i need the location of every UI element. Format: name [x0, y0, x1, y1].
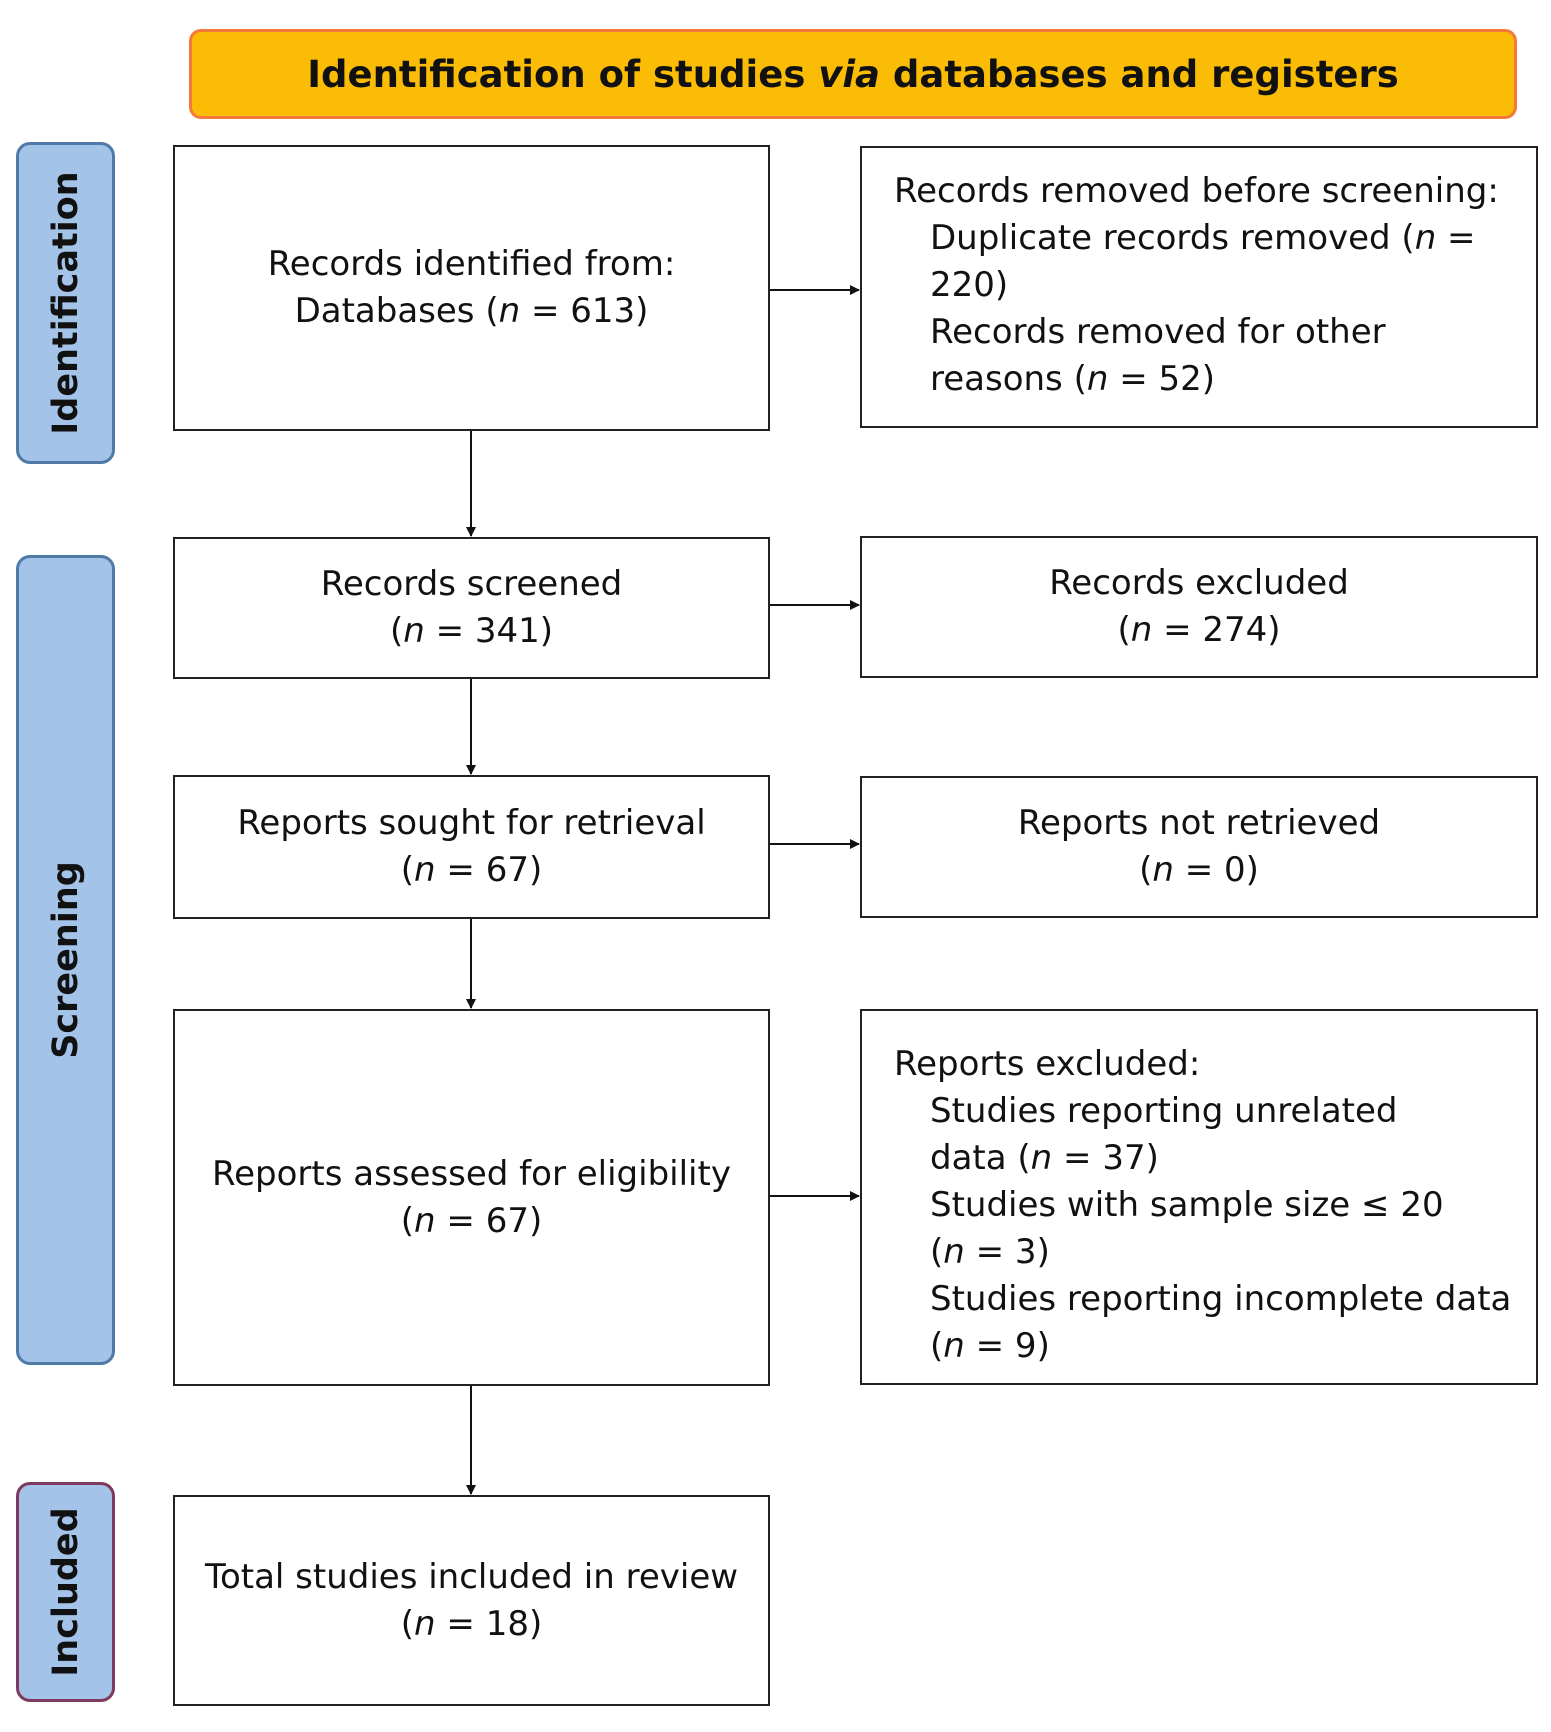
banner-text-start: Identification of studies — [307, 52, 819, 96]
records-screened-box: Records screened (n = 341) — [173, 537, 770, 679]
n-symbol: n — [498, 291, 521, 331]
records-excluded-box: Records excluded (n = 274) — [860, 536, 1538, 678]
included-studies-box: Total studies included in review (n = 18… — [173, 1495, 770, 1706]
reports-excluded-box: Reports excluded: Studies reporting unre… — [860, 1009, 1538, 1385]
text: ( — [400, 1200, 415, 1241]
records-screened-count: (n = 341) — [390, 608, 553, 655]
reports-sought-box: Reports sought for retrieval (n = 67) — [173, 775, 770, 919]
reports-excluded-heading: Reports excluded: — [894, 1044, 1201, 1084]
sample-size-line2: (n = 3) — [894, 1229, 1536, 1276]
text: = 37) — [1052, 1138, 1159, 1178]
text: ( — [400, 1603, 415, 1644]
n-symbol: n — [1152, 850, 1174, 890]
text: ( — [1117, 610, 1131, 650]
reports-not-retrieved-box: Reports not retrieved (n = 0) — [860, 776, 1538, 918]
text: = 52) — [1108, 359, 1216, 399]
text: = — [1436, 218, 1476, 258]
n-symbol: n — [943, 1232, 965, 1272]
reports-not-retrieved-count: (n = 0) — [1139, 847, 1259, 894]
unrelated-data-line1: Studies reporting unrelated — [930, 1091, 1398, 1131]
n-symbol: n — [414, 1603, 436, 1644]
reports-assessed-box: Reports assessed for eligibility (n = 67… — [173, 1009, 770, 1386]
n-symbol: n — [1086, 359, 1109, 399]
duplicate-records-line2: 220) — [930, 265, 1009, 305]
reports-assessed-label: Reports assessed for eligibility — [212, 1153, 731, 1194]
phase-screening: Screening — [16, 555, 115, 1365]
banner-text-end: databases and registers — [880, 52, 1399, 96]
text: ( — [400, 850, 415, 890]
records-excluded-label: Records excluded — [1049, 563, 1349, 603]
reports-sought-label: Reports sought for retrieval — [237, 803, 706, 843]
other-reasons-line1: Records removed for other — [930, 312, 1386, 352]
text: ( — [389, 611, 404, 651]
text: Duplicate records removed ( — [930, 218, 1415, 258]
n-symbol: n — [943, 1326, 965, 1366]
text: = 274) — [1152, 610, 1281, 650]
n-symbol: n — [403, 611, 425, 651]
text: = 67) — [435, 850, 543, 890]
records-identified-line1: Records identified from: — [267, 244, 676, 284]
text: = 67) — [435, 1200, 543, 1241]
n-symbol: n — [1030, 1138, 1053, 1178]
phase-included: Included — [16, 1482, 115, 1702]
records-removed-heading: Records removed before screening: — [894, 171, 1499, 211]
phase-identification: Identification — [16, 142, 115, 464]
text: = 3) — [964, 1232, 1050, 1272]
n-symbol: n — [414, 1200, 436, 1241]
duplicate-records-line1: Duplicate records removed (n = — [894, 215, 1536, 262]
reports-not-retrieved-label: Reports not retrieved — [1017, 803, 1381, 843]
text: ( — [930, 1232, 944, 1272]
n-symbol: n — [414, 850, 436, 890]
text: ( — [930, 1326, 944, 1366]
records-identified-box: Records identified from: Databases (n = … — [173, 145, 770, 431]
incomplete-data-line2: (n = 9) — [894, 1323, 1536, 1370]
text: = 18) — [435, 1603, 543, 1644]
text: = 341) — [424, 611, 554, 651]
text: = 613) — [520, 291, 649, 331]
n-symbol: n — [1130, 610, 1153, 650]
sample-size-line1: Studies with sample size ≤ 20 — [930, 1185, 1444, 1225]
n-symbol: n — [1414, 218, 1437, 258]
reports-assessed-count: (n = 67) — [401, 1198, 542, 1245]
banner-text-via: via — [818, 52, 881, 96]
reports-sought-count: (n = 67) — [401, 847, 542, 894]
records-excluded-count: (n = 274) — [1117, 607, 1280, 654]
text: ( — [1139, 850, 1153, 890]
incomplete-data-line1: Studies reporting incomplete data — [930, 1279, 1512, 1319]
records-removed-box: Records removed before screening: Duplic… — [860, 146, 1538, 428]
other-reasons-line2: reasons (n = 52) — [894, 356, 1536, 403]
text: = 0) — [1173, 850, 1259, 890]
text: reasons ( — [930, 359, 1087, 399]
identification-banner: Identification of studies via databases … — [189, 29, 1517, 119]
records-screened-label: Records screened — [320, 564, 623, 604]
unrelated-data-line2: data (n = 37) — [894, 1135, 1536, 1182]
text: data ( — [930, 1138, 1031, 1178]
included-studies-count: (n = 18) — [401, 1601, 542, 1648]
included-studies-label: Total studies included in review — [204, 1556, 739, 1597]
text: = 9) — [964, 1326, 1050, 1366]
records-identified-count: Databases (n = 613) — [295, 288, 649, 335]
text: Databases ( — [294, 291, 499, 331]
